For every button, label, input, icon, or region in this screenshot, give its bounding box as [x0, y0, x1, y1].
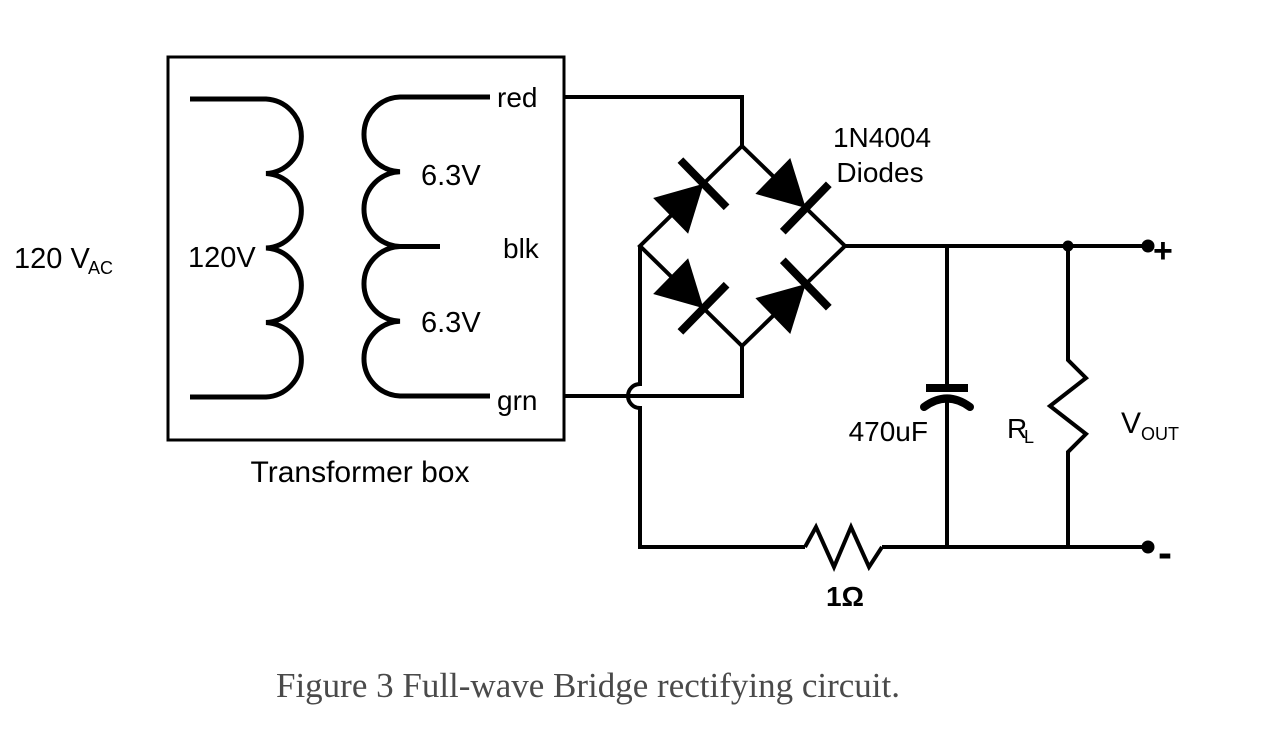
wire-grn-to-bridge	[564, 346, 744, 398]
capacitor-symbol	[920, 246, 974, 547]
terminal-dot-plus	[1141, 239, 1155, 253]
terminal-label-red: red	[497, 82, 537, 113]
secondary-top-voltage-label: 6.3V	[421, 160, 481, 192]
transformer-box	[166, 55, 566, 442]
wire-bridge-left-to-bottom-rail	[626, 246, 805, 549]
diode-upper-left	[653, 157, 730, 234]
primary-voltage-label: 120V	[188, 242, 256, 274]
minus-terminal-label: -	[1158, 529, 1172, 576]
terminal-label-grn: grn	[497, 385, 537, 416]
source-voltage-label: 120 V	[14, 243, 90, 275]
bridge-part-number-label: 1N4004	[833, 122, 931, 153]
series-resistor-value-label: 1Ω	[826, 581, 864, 612]
junction-dot-load-top	[1062, 240, 1074, 252]
bridge-diamond	[637, 143, 848, 349]
bridge-part-type-label: Diodes	[836, 157, 923, 188]
diode-lower-left	[653, 258, 730, 335]
terminal-dot-minus	[1141, 540, 1155, 554]
output-voltage-label: V	[1121, 407, 1141, 440]
figure-caption: Figure 3 Full-wave Bridge rectifying cir…	[276, 666, 900, 705]
output-voltage-subscript: OUT	[1141, 424, 1179, 444]
transformer-box-label: Transformer box	[251, 456, 470, 489]
load-resistor-subscript: L	[1024, 427, 1034, 447]
capacitor-value-label: 470uF	[849, 416, 928, 447]
primary-winding	[190, 96, 304, 400]
plus-terminal-label: +	[1153, 232, 1173, 270]
source-voltage-subscript: AC	[88, 258, 113, 278]
wire-red-to-bridge	[564, 95, 744, 146]
secondary-bottom-voltage-label: 6.3V	[421, 307, 481, 339]
load-resistor-symbol	[1046, 246, 1090, 547]
series-resistor-symbol	[803, 522, 884, 572]
diode-lower-right	[755, 257, 832, 334]
diode-upper-right	[755, 158, 832, 235]
terminal-label-blk: blk	[503, 233, 540, 264]
load-resistor-label: R	[1007, 413, 1027, 444]
